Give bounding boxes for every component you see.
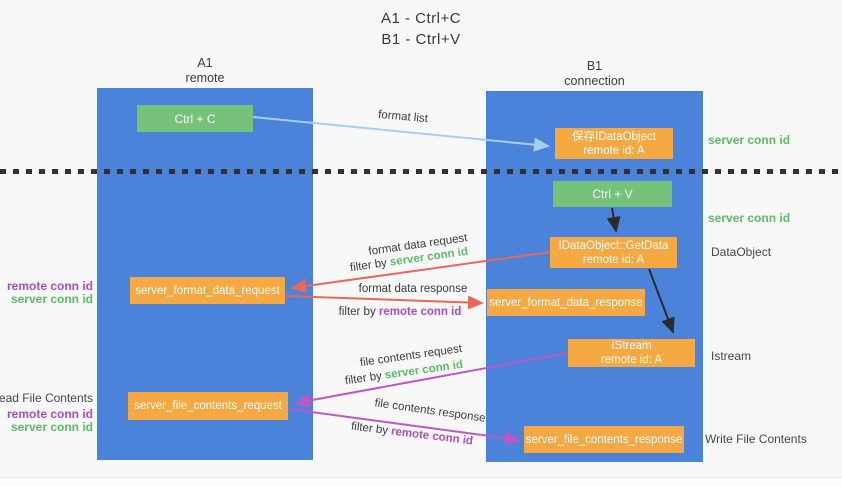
node-server-file-contents-response-label: server_file_contents_response — [525, 433, 683, 446]
lifeline-b1-name: B1 — [586, 59, 603, 73]
filter-by-text: filter by — [349, 257, 388, 275]
node-server-format-data-request: server_format_data_request — [130, 277, 285, 304]
label-format-data-response: format data response — [358, 283, 468, 295]
title-line-2: B1 - Ctrl+V — [381, 31, 461, 48]
node-idataobject-getdata-line1: IDataObject::GetData — [558, 239, 669, 252]
right-label-write-file-contents: Write File Contents — [705, 432, 807, 446]
node-istream-line1: IStream — [611, 340, 652, 352]
lifeline-b1-role: connection — [564, 74, 625, 88]
bottom-strip — [0, 477, 842, 486]
label-file-contents-response: file contents response — [373, 397, 487, 425]
remote-conn-id-text: remote conn id — [378, 306, 462, 318]
title-line-1: A1 - Ctrl+C — [380, 10, 462, 27]
lifeline-a1-name: A1 — [197, 56, 213, 70]
node-ctrl-v-label: Ctrl + V — [592, 187, 633, 201]
filter-by-text: filter by — [350, 420, 389, 437]
node-idataobject-getdata-line2: remote id: A — [582, 253, 645, 266]
node-ctrl-v: Ctrl + V — [553, 181, 672, 207]
dotted-separator — [0, 169, 842, 174]
node-idataobject-getdata: IDataObject::GetData remote id: A — [550, 237, 677, 268]
right-label-server-conn-id-mid: server conn id — [708, 211, 791, 225]
node-istream: IStream remote id: A — [568, 339, 695, 367]
remote-conn-id-text: remote conn id — [390, 425, 474, 448]
node-save-idataobject: 保存IDataObject remote id: A — [555, 128, 673, 159]
filter-by-text: filter by — [338, 306, 376, 318]
node-ctrl-c: Ctrl + C — [137, 105, 253, 132]
right-label-istream: Istream — [711, 349, 752, 363]
lifeline-a1-role: remote — [185, 71, 225, 85]
diagram-title: A1 - Ctrl+C B1 - Ctrl+V — [0, 8, 842, 50]
right-label-server-conn-id-top: server conn id — [708, 133, 791, 147]
node-save-idataobject-line2: remote id: A — [583, 144, 645, 157]
node-istream-line2: remote id: A — [600, 354, 663, 366]
arrow-format-data-response — [285, 295, 484, 310]
node-server-format-data-request-label: server_format_data_request — [135, 284, 280, 297]
left-label-read-file-contents: Read File Contents — [0, 391, 93, 405]
node-save-idataobject-line1: 保存IDataObject — [572, 130, 656, 143]
node-server-format-data-response-label: server_format_data_response — [489, 296, 643, 309]
left-label-server-conn-id-2: server conn id — [10, 420, 93, 434]
left-label-remote-conn-id-2: remote conn id — [6, 407, 93, 421]
label-filter-by-remote-conn-id-1: filter by remote conn id — [339, 306, 462, 318]
right-label-dataobject: DataObject — [711, 245, 772, 259]
node-server-format-data-response: server_format_data_response — [487, 289, 645, 316]
node-server-file-contents-request-label: server_file_contents_request — [134, 400, 282, 412]
label-filter-by-remote-conn-id-2: filter by remote conn id — [350, 421, 473, 448]
lifeline-header-b1: B1 connection — [486, 59, 703, 89]
label-format-list: format list — [377, 108, 429, 126]
left-label-remote-conn-id-1: remote conn id — [6, 279, 93, 293]
node-server-file-contents-response: server_file_contents_response — [524, 426, 684, 453]
filter-by-text: filter by — [344, 370, 383, 388]
node-ctrl-c-label: Ctrl + C — [174, 111, 216, 126]
left-label-server-conn-id-1: server conn id — [10, 292, 93, 306]
node-server-file-contents-request: server_file_contents_request — [128, 392, 288, 420]
lifeline-header-a1: A1 remote — [97, 56, 313, 86]
